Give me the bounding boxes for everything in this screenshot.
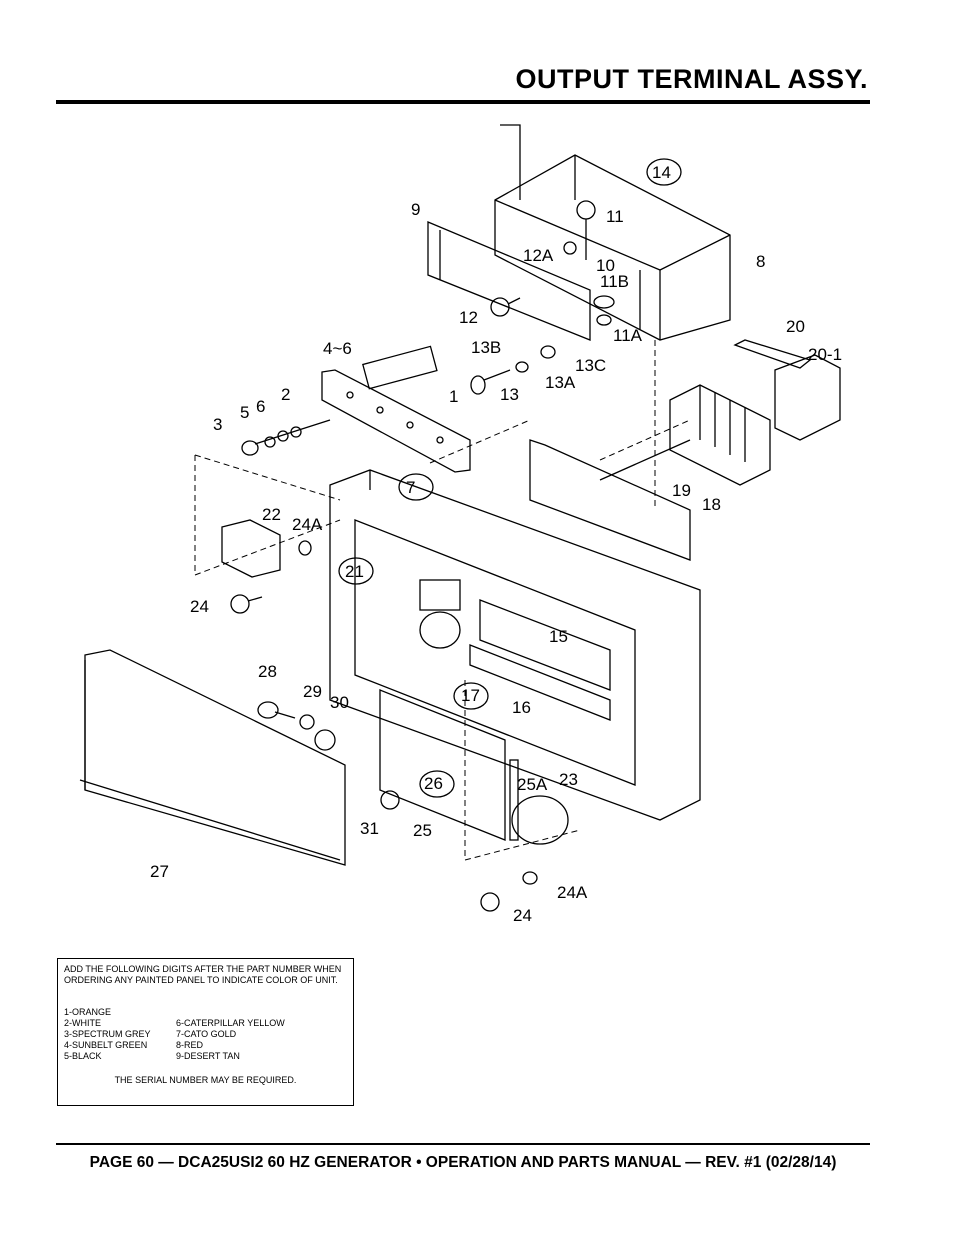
callout-label: 3 [213, 415, 222, 434]
terminal-panel [321, 369, 471, 473]
receptacle [221, 519, 281, 578]
color-code-item: 9-DESERT TAN [176, 1051, 240, 1061]
callout-label: 13C [575, 356, 606, 375]
callout-label: 24 [190, 597, 209, 616]
callout-label: 6 [256, 397, 265, 416]
color-code-item: 7-CATO GOLD [176, 1029, 237, 1039]
callout-label: 17 [461, 686, 480, 705]
callout-label: 16 [512, 698, 531, 717]
fastener-hardware [230, 200, 615, 912]
callout-label: 4~6 [323, 339, 352, 358]
top-control-box [494, 124, 731, 341]
serial-number-note: THE SERIAL NUMBER MAY BE REQUIRED. [114, 1075, 297, 1085]
callout-label: 13B [471, 338, 501, 357]
footer-rule [56, 1143, 870, 1145]
callout-label: 23 [559, 770, 578, 789]
main-housing [329, 439, 701, 821]
callout-label: 2 [281, 385, 290, 404]
callout-label: 24 [513, 906, 532, 925]
header-rule [56, 100, 870, 104]
callout-label: 20 [786, 317, 805, 336]
color-code-item: 4-SUNBELT GREEN [64, 1040, 148, 1050]
callout-label: 20-1 [808, 345, 842, 364]
callout-labels: 1 2 3 4~6 5 6 7 8 9 10 11 11A 11B 12 12A… [150, 163, 842, 925]
page-title: OUTPUT TERMINAL ASSY. [515, 64, 868, 94]
callout-label: 22 [262, 505, 281, 524]
leader-lines [194, 340, 691, 861]
callout-label: 5 [240, 403, 249, 422]
color-code-item: 1-ORANGE [64, 1007, 112, 1017]
callout-label: 15 [549, 627, 568, 646]
color-code-item: 2-WHITE [64, 1018, 101, 1028]
color-code-note: ADD THE FOLLOWING DIGITS AFTER THE PART … [57, 958, 354, 1106]
callout-label: 30 [330, 693, 349, 712]
callout-label: 9 [411, 200, 420, 219]
callout-label: 13A [545, 373, 576, 392]
callout-label: 7 [406, 478, 415, 497]
callout-label: 28 [258, 662, 277, 681]
callout-label: 18 [702, 495, 721, 514]
callout-label: 25A [517, 775, 548, 794]
color-code-item: 5-BLACK [64, 1051, 102, 1061]
callout-label: 19 [672, 481, 691, 500]
callout-label: 27 [150, 862, 169, 881]
color-code-item [176, 1007, 336, 1018]
color-code-item: 8-RED [176, 1040, 204, 1050]
callout-label: 24A [292, 515, 323, 534]
color-code-item: 6-CATERPILLAR YELLOW [176, 1018, 285, 1028]
callout-label: 12 [459, 308, 478, 327]
color-note-intro: ADD THE FOLLOWING DIGITS AFTER THE PART … [64, 964, 342, 985]
meter-plate [379, 689, 569, 845]
color-code-list: 1-ORANGE 2-WHITE 6-CATERPILLAR YELLOW 3-… [64, 1007, 347, 1062]
access-door [79, 649, 346, 866]
callout-label: 21 [345, 562, 364, 581]
callout-label: 11 [606, 207, 624, 226]
callout-label: 13 [500, 385, 519, 404]
circuit-breaker-assembly [669, 339, 841, 486]
exploded-parts-diagram: 1 2 3 4~6 5 6 7 8 9 10 11 11A 11B 12 12A… [0, 110, 954, 950]
callout-label: 31 [360, 819, 379, 838]
callout-label: 11B [600, 272, 629, 291]
callout-label: 8 [756, 252, 765, 271]
callout-label: 10 [596, 256, 615, 275]
side-plate [427, 221, 591, 341]
color-code-item: 3-SPECTRUM GREY [64, 1029, 151, 1039]
callout-label: 24A [557, 883, 588, 902]
callout-label: 25 [413, 821, 432, 840]
callout-label: 11A [613, 326, 643, 345]
callout-label: 12A [523, 246, 554, 265]
callout-label: 29 [303, 682, 322, 701]
callout-label: 26 [424, 774, 443, 793]
callout-circles [338, 158, 682, 798]
page-footer: PAGE 60 — DCA25USI2 60 HZ GENERATOR • OP… [89, 1154, 837, 1171]
callout-label: 1 [449, 387, 458, 406]
terminal-bolt-group [241, 345, 438, 456]
callout-label: 14 [652, 163, 671, 182]
